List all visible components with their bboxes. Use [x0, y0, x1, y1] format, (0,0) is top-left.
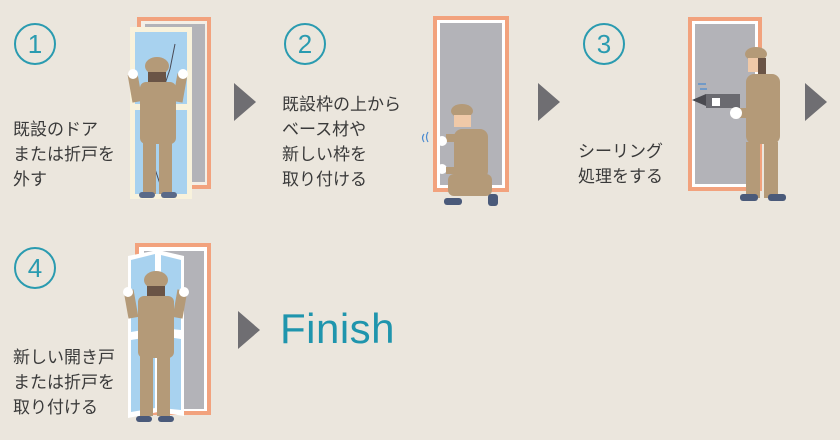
- step-1-number: 1: [14, 23, 56, 65]
- arrow-right-icon: [234, 83, 256, 121]
- worker-installing-new-frame-illustration: [421, 16, 509, 206]
- step-4-text: 新しい開き戸 または折戸を 取り付ける: [13, 348, 115, 418]
- step-2-number: 2: [284, 23, 326, 65]
- step-4-number: 4: [14, 247, 56, 289]
- step-1-text: 既設のドア または折戸を 外す: [13, 120, 115, 190]
- worker-installing-new-door-illustration: [123, 243, 211, 422]
- arrow-right-icon: [805, 83, 827, 121]
- step-3-number: 3: [583, 23, 625, 65]
- arrow-right-icon: [238, 311, 260, 349]
- step-2-text: 既設枠の上から ベース材や 新しい枠を 取り付ける: [282, 95, 401, 190]
- worker-removing-old-door-illustration: [127, 17, 211, 199]
- finish-label: Finish: [280, 305, 396, 352]
- worker-sealing-frame-illustration: [688, 17, 786, 201]
- arrow-right-icon: [538, 83, 560, 121]
- step-3-text: シーリング 処理をする: [578, 142, 663, 187]
